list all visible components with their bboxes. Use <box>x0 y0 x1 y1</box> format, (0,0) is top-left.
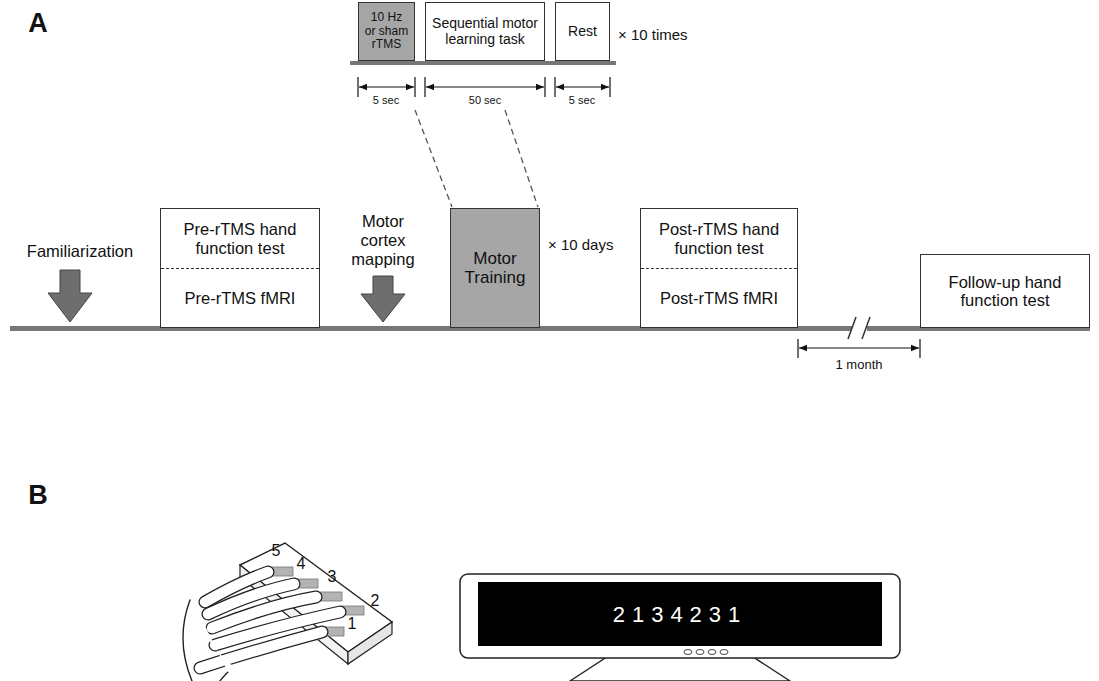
interval-label: 1 month <box>836 358 883 373</box>
assessment-box: Pre-rTMS hand function testPre-rTMS fMRI <box>160 208 320 328</box>
key-number: 5 <box>272 542 281 560</box>
repeat-note: × 10 times <box>618 26 688 43</box>
box-text: Motor Training <box>451 209 539 327</box>
step-arrow <box>48 270 92 322</box>
panel-letter: A <box>28 8 48 39</box>
zoom-lines <box>415 110 538 207</box>
box-text: Post-rTMS fMRI <box>641 268 797 327</box>
step-arrow <box>361 276 405 322</box>
box-text: 10 Hz or sham rTMS <box>359 3 414 60</box>
task-box: Sequential motor learning task <box>425 2 545 61</box>
box-text: Rest <box>556 3 609 60</box>
box-text: Pre-rTMS hand function test <box>161 209 319 268</box>
repeat-note: × 10 days <box>548 236 613 253</box>
duration-label: 5 sec <box>569 94 595 107</box>
rest-box: Rest <box>555 2 610 61</box>
axis-break <box>848 317 870 339</box>
step-label: Familiarization <box>27 242 133 261</box>
hand <box>183 572 340 681</box>
key-number: 2 <box>371 592 380 610</box>
key-number: 4 <box>297 555 306 573</box>
stimulation-box: 10 Hz or sham rTMS <box>358 2 415 61</box>
followup-box: Follow-up hand function test <box>920 254 1090 328</box>
duration-label: 5 sec <box>373 94 399 107</box>
box-text: Sequential motor learning task <box>426 3 544 60</box>
key-number: 1 <box>348 615 357 633</box>
box-text: Post-rTMS hand function test <box>641 209 797 268</box>
duration-label: 50 sec <box>469 94 501 107</box>
box-text: Pre-rTMS fMRI <box>161 268 319 327</box>
assessment-box: Post-rTMS hand function testPost-rTMS fM… <box>640 208 798 328</box>
sequence-display: 2134231 <box>613 602 748 627</box>
sequence-baseline <box>350 61 616 65</box>
training-box: Motor Training <box>450 208 540 328</box>
step-label: Motor cortex mapping <box>343 212 423 269</box>
month-dimension <box>798 339 920 358</box>
panel-letter: B <box>28 480 48 511</box>
key-number: 3 <box>328 568 337 586</box>
box-text: Follow-up hand function test <box>921 255 1089 327</box>
monitor <box>460 574 900 681</box>
